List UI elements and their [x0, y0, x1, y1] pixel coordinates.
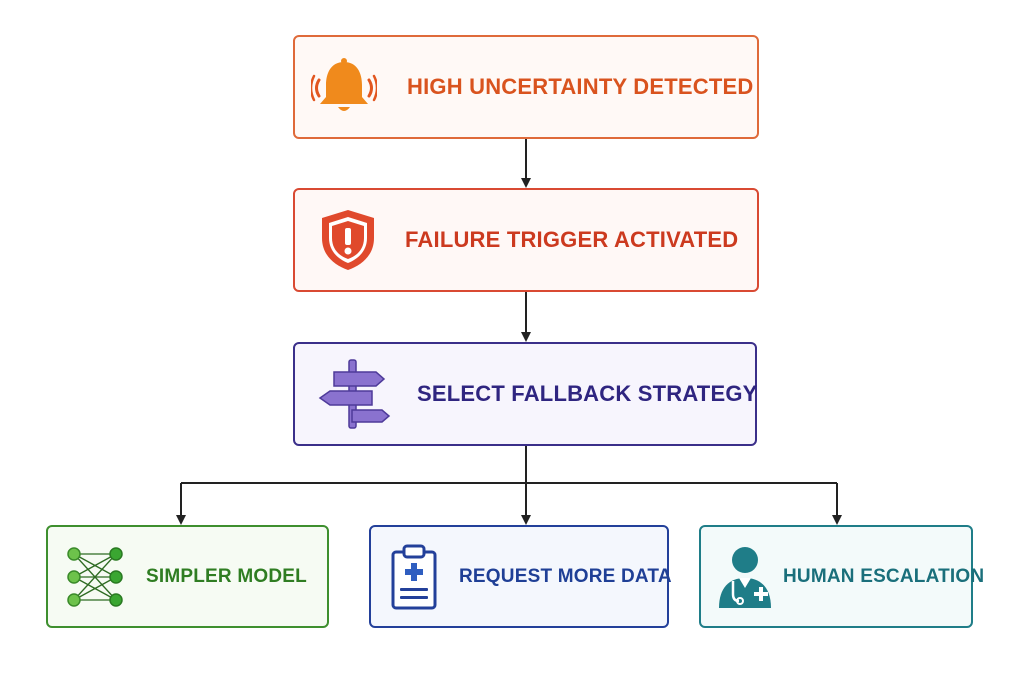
shield-alert-icon: [317, 208, 379, 272]
node-request-more-data: REQUEST MORE DATA: [369, 525, 672, 628]
clipboard-icon: [389, 543, 439, 611]
signpost-icon: [315, 358, 393, 430]
bell-alarm-icon: [309, 56, 379, 118]
node-label: REQUEST MORE DATA: [459, 565, 672, 587]
node-label: SELECT FALLBACK STRATEGY: [417, 381, 758, 406]
node-label: SIMPLER MODEL: [146, 565, 307, 587]
doctor-icon: [715, 544, 775, 610]
node-label: FAILURE TRIGGER ACTIVATED: [405, 227, 739, 252]
node-label: HUMAN ESCALATION: [783, 565, 985, 587]
node-select-fallback: SELECT FALLBACK STRATEGY: [293, 342, 757, 446]
node-label: HIGH UNCERTAINTY DETECTED: [407, 74, 754, 99]
node-simpler-model: SIMPLER MODEL: [46, 525, 329, 628]
neural-network-icon: [64, 544, 126, 610]
node-high-uncertainty: HIGH UNCERTAINTY DETECTED: [293, 35, 759, 139]
node-human-escalation: HUMAN ESCALATION: [699, 525, 984, 628]
node-failure-trigger: FAILURE TRIGGER ACTIVATED: [293, 188, 759, 292]
